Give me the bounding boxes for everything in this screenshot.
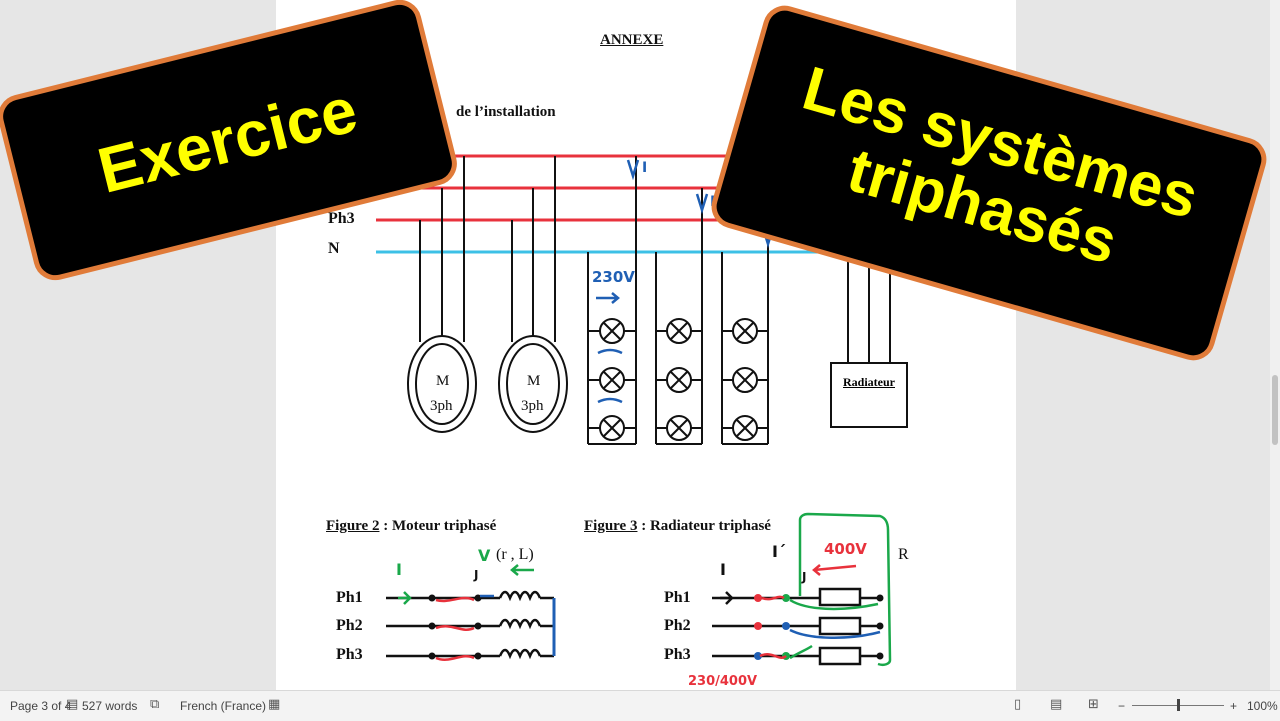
fig2-current-i: I [396, 560, 402, 579]
motor-2 [498, 156, 568, 433]
figure3-number: Figure 3 [584, 518, 638, 534]
current-i-annotation-1: I [642, 160, 648, 176]
figure2-pen-marks [398, 564, 534, 661]
fig2-v-mark: V [478, 546, 491, 565]
radiator-box: Radiateur [830, 362, 908, 428]
figure3-title: : Radiateur triphasé [637, 518, 771, 534]
print-layout-icon[interactable]: ▤ [1050, 697, 1063, 712]
macro-icon[interactable]: ▦ [268, 697, 281, 712]
motor-1-sublabel: 3ph [430, 398, 453, 414]
voltage-230-annotation: 230V [592, 268, 635, 286]
fig3-voltage-ratio: 230/400V [688, 674, 758, 689]
motor-1-label: M [436, 373, 450, 389]
motor-2-sublabel: 3ph [521, 398, 544, 414]
figure1-caption: de l’installation [456, 104, 556, 120]
lamp-group-1 [587, 156, 637, 445]
figure3-schematic [712, 587, 880, 666]
fig2-current-j: J [474, 568, 479, 582]
figure2-schematic [386, 590, 556, 660]
fig3-voltage-400: 400V [824, 540, 867, 558]
installation-diagram [376, 154, 892, 667]
figure3-caption: Figure 3 : Radiateur triphasé [584, 518, 771, 535]
motor-1 [407, 156, 477, 433]
language-indicator[interactable]: French (France) [180, 699, 267, 713]
fig3-phase-ph2: Ph2 [664, 617, 691, 634]
zoom-out-button[interactable]: − [1118, 699, 1126, 713]
fig3-i-prime: I´ [772, 542, 786, 561]
fig2-phase-ph1: Ph1 [336, 589, 363, 606]
fig2-phase-ph2: Ph2 [336, 617, 363, 634]
figure2-dots [428, 594, 482, 660]
lamp-group-3 [721, 220, 769, 445]
rl-label: (r , L) [496, 546, 534, 563]
fig2-phase-ph3: Ph3 [336, 646, 363, 663]
web-layout-icon[interactable]: ⊞ [1088, 697, 1099, 712]
zoom-level[interactable]: 100% [1247, 699, 1278, 713]
figure2-caption: Figure 2 : Moteur triphasé [326, 518, 496, 535]
scrollbar-thumb[interactable] [1272, 375, 1278, 445]
lamp-group-2 [655, 188, 703, 445]
annexe-heading: ANNEXE [600, 32, 664, 48]
vertical-scrollbar[interactable] [1270, 0, 1280, 690]
line-label-ph3: Ph3 [328, 210, 355, 227]
page-count[interactable]: Page 3 of 4 [10, 699, 72, 713]
figure2-title: : Moteur triphasé [379, 518, 497, 534]
motor-2-label: M [527, 373, 541, 389]
status-bar: Page 3 of 4 ▤ 527 words ⧉ French (France… [0, 690, 1280, 721]
r-label: R [898, 546, 909, 563]
proofing-icon[interactable]: ⧉ [150, 697, 160, 712]
zoom-in-button[interactable]: + [1230, 699, 1238, 713]
fig3-phase-ph3: Ph3 [664, 646, 691, 663]
fig3-current-i: I [720, 560, 726, 579]
fig3-current-j: J [802, 570, 807, 584]
read-mode-icon[interactable]: ▯ [1014, 697, 1022, 712]
line-label-n: N [328, 240, 340, 257]
word-count[interactable]: 527 words [82, 699, 138, 713]
figure3-pen-marks [720, 512, 892, 667]
figure2-number: Figure 2 [326, 518, 380, 534]
spelling-check-icon[interactable]: ▤ [66, 697, 79, 712]
fig3-phase-ph1: Ph1 [664, 589, 691, 606]
zoom-slider-thumb[interactable] [1177, 699, 1180, 711]
